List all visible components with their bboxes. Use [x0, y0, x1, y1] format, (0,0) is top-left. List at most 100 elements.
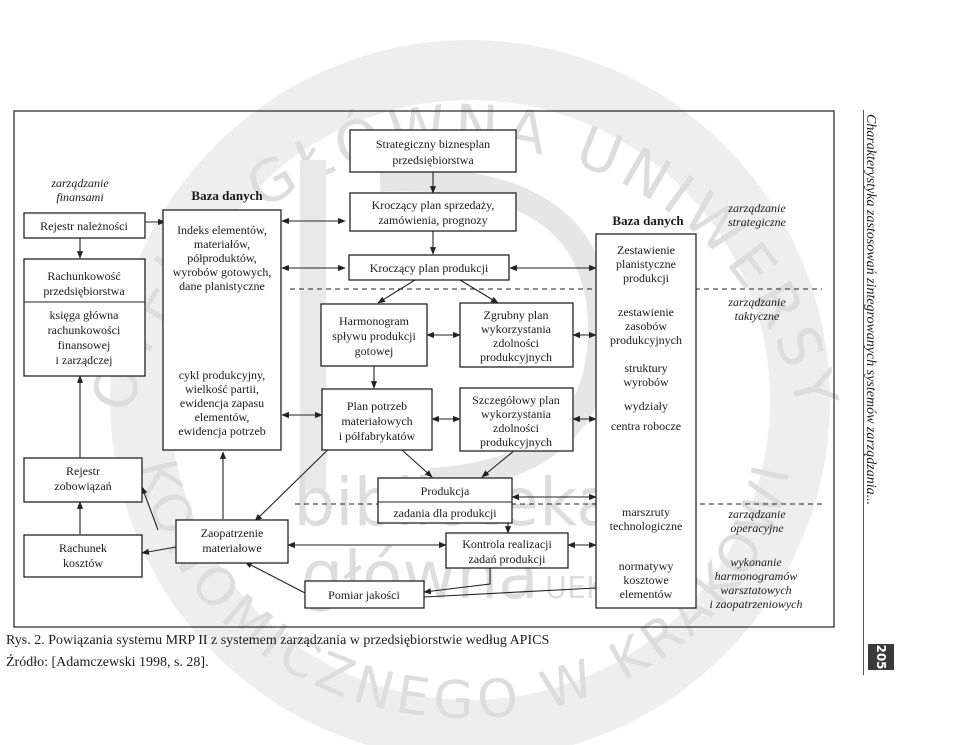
- svg-text:półproduktów,: półproduktów,: [187, 251, 257, 265]
- box-costs: Rachunek kosztów: [23, 534, 143, 578]
- svg-text:cykl produkcyjny,: cykl produkcyjny,: [179, 368, 266, 382]
- box-liabilities: Rejestr zobowiązań: [23, 457, 143, 503]
- svg-text:gotowej: gotowej: [355, 344, 394, 358]
- svg-text:harmonogramów: harmonogramów: [715, 569, 798, 583]
- svg-text:Szczegółowy plan: Szczegółowy plan: [472, 393, 560, 407]
- svg-text:spływu produkcji: spływu produkcji: [332, 329, 416, 343]
- svg-text:Zestawienie: Zestawienie: [617, 243, 675, 257]
- svg-text:Strategiczny biznesplan: Strategiczny biznesplan: [376, 137, 490, 151]
- svg-text:wyrobów gotowych,: wyrobów gotowych,: [173, 265, 272, 279]
- svg-text:wykonanie: wykonanie: [730, 555, 782, 569]
- svg-text:zarządzanie: zarządzanie: [727, 201, 786, 215]
- svg-text:technologiczne: technologiczne: [610, 519, 683, 533]
- svg-text:Rachunek: Rachunek: [59, 541, 107, 555]
- svg-text:i zarządczej: i zarządczej: [56, 353, 113, 367]
- box-control: Kontrola realizacji zadań produkcji: [445, 532, 569, 569]
- svg-text:elementów,: elementów,: [195, 410, 250, 424]
- box-sales-plan: Kroczący plan sprzedaży, zamówienia, pro…: [349, 192, 517, 232]
- svg-text:zadań produkcji: zadań produkcji: [469, 552, 547, 566]
- svg-text:ewidencja potrzeb: ewidencja potrzeb: [178, 424, 266, 438]
- box-detailed-capacity: Szczegółowy plan wykorzystania zdolności…: [459, 387, 574, 452]
- svg-text:operacyjne: operacyjne: [730, 521, 784, 535]
- svg-text:zarządzanie: zarządzanie: [727, 295, 786, 309]
- svg-text:planistyczne: planistyczne: [616, 257, 676, 271]
- svg-text:Rachunkowość: Rachunkowość: [47, 269, 120, 283]
- svg-text:wielkość partii,: wielkość partii,: [185, 382, 259, 396]
- svg-text:Kroczący plan sprzedaży,: Kroczący plan sprzedaży,: [372, 198, 495, 212]
- svg-text:Zaopatrzenie: Zaopatrzenie: [201, 526, 264, 540]
- svg-text:Kroczący plan produkcji: Kroczący plan produkcji: [370, 261, 489, 275]
- svg-text:wyrobów: wyrobów: [623, 375, 669, 389]
- label-tactical: zarządzanie taktyczne: [727, 295, 786, 323]
- svg-text:kosztów: kosztów: [63, 556, 103, 570]
- svg-text:przedsiębiorstwa: przedsiębiorstwa: [43, 284, 125, 298]
- svg-text:strategiczne: strategiczne: [728, 215, 787, 229]
- box-strategic-plan: Strategiczny biznesplan przedsiębiorstwa: [349, 129, 517, 173]
- svg-text:finansami: finansami: [56, 190, 103, 204]
- figure-frame: [13, 110, 835, 628]
- svg-text:zobowiązań: zobowiązań: [54, 479, 111, 493]
- figure-source: Źródło: [Adamczewski 1998, s. 28].: [6, 655, 209, 670]
- svg-text:marszruty: marszruty: [622, 505, 670, 519]
- database-left: Baza danych Indeks elementów, materiałów…: [162, 188, 282, 451]
- svg-text:zamówienia, prognozy: zamówienia, prognozy: [378, 213, 487, 227]
- svg-text:Baza danych: Baza danych: [191, 188, 263, 203]
- figure-caption: Rys. 2. Powiązania systemu MRP II z syst…: [6, 633, 550, 648]
- svg-text:dane planistyczne: dane planistyczne: [179, 279, 265, 293]
- svg-text:struktury: struktury: [624, 361, 667, 375]
- svg-text:produkcyjnych: produkcyjnych: [610, 333, 682, 347]
- box-production: Produkcja zadania dla produkcji: [377, 477, 513, 524]
- box-receivables: Rejestr należności: [23, 212, 146, 239]
- box-measurement: Pomiar jakości: [304, 580, 425, 609]
- svg-text:Plan potrzeb: Plan potrzeb: [347, 399, 407, 413]
- svg-text:warsztatowych: warsztatowych: [720, 583, 791, 597]
- svg-text:Kontrola realizacji: Kontrola realizacji: [462, 537, 552, 551]
- label-finance: zarządzanie finansami: [50, 176, 109, 204]
- label-strategic: zarządzanie strategiczne: [727, 201, 786, 229]
- box-supply: Zaopatrzenie materiałowe: [175, 519, 289, 564]
- label-execution: wykonanie harmonogramów warsztatowych i …: [710, 555, 803, 611]
- label-operational: zarządzanie operacyjne: [727, 507, 786, 535]
- svg-text:Rejestr należności: Rejestr należności: [40, 219, 128, 233]
- svg-text:produkcji: produkcji: [623, 271, 670, 285]
- svg-text:zadania dla produkcji: zadania dla produkcji: [393, 506, 497, 520]
- svg-text:wykorzystania: wykorzystania: [481, 322, 552, 336]
- svg-text:materiałów,: materiałów,: [194, 237, 250, 251]
- svg-text:elementów: elementów: [620, 587, 673, 601]
- svg-text:produkcyjnych: produkcyjnych: [480, 435, 552, 449]
- svg-text:zestawienie: zestawienie: [618, 305, 674, 319]
- svg-text:i zaopatrzeniowych: i zaopatrzeniowych: [710, 597, 803, 611]
- box-material-plan: Plan potrzeb materiałowych i półfabrykat…: [321, 388, 433, 451]
- page-number: 205: [868, 644, 894, 670]
- svg-text:i półfabrykatów: i półfabrykatów: [339, 429, 416, 443]
- svg-text:normatywy: normatywy: [619, 559, 674, 573]
- svg-text:zasobów: zasobów: [625, 319, 667, 333]
- svg-text:materiałowych: materiałowych: [341, 414, 412, 428]
- svg-text:zarządzanie: zarządzanie: [50, 176, 109, 190]
- box-production-plan: Kroczący plan produkcji: [348, 254, 510, 281]
- running-head-text: Charakterystyka zastosowań zintegrowanyc…: [863, 114, 878, 506]
- svg-text:rachunkowości: rachunkowości: [48, 323, 121, 337]
- svg-text:centra robocze: centra robocze: [611, 419, 681, 433]
- svg-text:finansowej: finansowej: [58, 338, 111, 352]
- database-right: Baza danych Zestawienie planistyczne pro…: [595, 213, 697, 609]
- svg-text:zdolności: zdolności: [493, 421, 540, 435]
- svg-text:zdolności: zdolności: [493, 336, 540, 350]
- margin-rule: [863, 110, 864, 675]
- svg-text:Zgrubny plan: Zgrubny plan: [484, 308, 549, 322]
- box-rough-capacity: Zgrubny plan wykorzystania zdolności pro…: [459, 302, 574, 368]
- svg-text:materiałowe: materiałowe: [202, 541, 261, 555]
- box-accounting: Rachunkowość przedsiębiorstwa księga głó…: [23, 258, 146, 377]
- svg-text:taktyczne: taktyczne: [735, 309, 780, 323]
- svg-text:Harmonogram: Harmonogram: [339, 314, 410, 328]
- svg-text:przedsiębiorstwa: przedsiębiorstwa: [392, 153, 474, 167]
- svg-text:Baza danych: Baza danych: [612, 213, 684, 228]
- svg-text:kosztowe: kosztowe: [623, 573, 668, 587]
- box-schedule: Harmonogram spływu produkcji gotowej: [320, 303, 428, 367]
- svg-text:wydziały: wydziały: [624, 399, 668, 413]
- svg-text:Rejestr: Rejestr: [66, 464, 100, 478]
- svg-text:wykorzystania: wykorzystania: [481, 407, 552, 421]
- svg-text:Pomiar jakości: Pomiar jakości: [328, 588, 400, 602]
- svg-text:księga główna: księga główna: [50, 308, 120, 322]
